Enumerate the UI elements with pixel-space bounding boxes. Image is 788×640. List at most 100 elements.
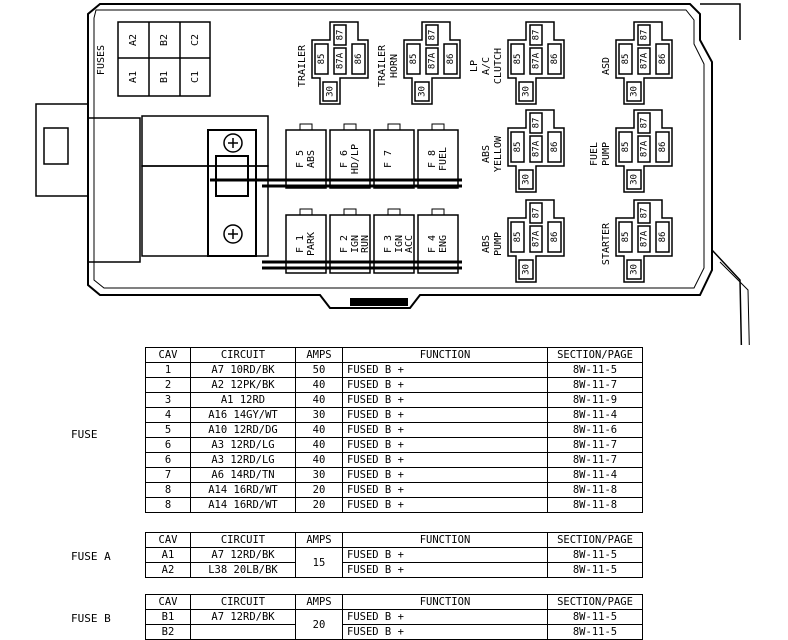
table-header-cell: CIRCUIT xyxy=(190,532,296,548)
table-cell xyxy=(190,624,296,640)
relay-pin-30: 30 xyxy=(418,86,428,97)
table-cell: FUSED B + xyxy=(342,407,548,423)
relay-pin-30: 30 xyxy=(326,86,336,97)
housing-outline xyxy=(87,3,750,345)
table-cell: FUSED B + xyxy=(342,482,548,498)
maxi-fuse-name: FUEL xyxy=(438,147,449,171)
table-cell: A7 10RD/BK xyxy=(190,362,296,378)
table-cell: 1 xyxy=(145,362,191,378)
relay-pin-85: 85 xyxy=(409,54,419,65)
relay-pin-87a: 87A xyxy=(532,230,542,247)
table-cell: 40 xyxy=(295,392,343,408)
table-cell: 8W-11-8 xyxy=(547,482,643,498)
relay-pin-85: 85 xyxy=(513,232,523,243)
table-cell: 20 xyxy=(295,497,343,513)
bottom-slot xyxy=(350,298,408,306)
relay-pin-30: 30 xyxy=(522,264,532,275)
fuses-label: FUSES xyxy=(96,45,107,75)
relay-pin-87: 87 xyxy=(640,30,650,41)
relay-label: A/C xyxy=(481,57,492,75)
table-cell: 8W-11-7 xyxy=(547,437,643,453)
table-cell: A3 12RD/LG xyxy=(190,452,296,468)
relay-pin-30: 30 xyxy=(630,174,640,185)
table-cell: 8W-11-7 xyxy=(547,377,643,393)
maxi-fuse-top-3: F 7 xyxy=(373,123,415,189)
relay-pin-85: 85 xyxy=(621,54,631,65)
bolt-plus-icon xyxy=(223,133,243,244)
maxi-fuse-number: F 2 xyxy=(339,235,350,253)
maxi-fuse-number: F 8 xyxy=(427,150,438,168)
relay-label: YELLOW xyxy=(493,135,504,172)
table-cell: 8W-11-5 xyxy=(547,547,643,563)
table-cell: 8W-11-5 xyxy=(547,362,643,378)
mini-fuse-label-bottom: C1 xyxy=(190,71,201,83)
relay-pin-87: 87 xyxy=(532,208,542,219)
table-cell: FUSED B + xyxy=(342,609,548,625)
table-header-cell: CAV xyxy=(145,347,191,363)
maxi-fuse-name: ACC xyxy=(404,235,415,253)
maxi-fuse-name: IGN xyxy=(350,235,361,253)
table-cell: 2 xyxy=(145,377,191,393)
table-cell: B1 xyxy=(145,609,191,625)
mini-fuse-label-bottom: B1 xyxy=(159,71,170,83)
table-cell: 40 xyxy=(295,452,343,468)
relay-pin-87: 87 xyxy=(532,30,542,41)
table-header-cell: AMPS xyxy=(295,347,343,363)
maxi-fuse-name: ENG xyxy=(438,235,449,253)
relay-pin-87a: 87A xyxy=(640,140,650,157)
table-cell: FUSED B + xyxy=(342,437,548,453)
maxi-fuse-name: ABS xyxy=(306,150,317,168)
table-cell: A1 12RD xyxy=(190,392,296,408)
relay-label: TRAILER xyxy=(377,44,388,87)
table-header-cell: CIRCUIT xyxy=(190,594,296,610)
relay-pin-87: 87 xyxy=(336,30,346,41)
table-cell: A1 xyxy=(145,547,191,563)
relay-pin-30: 30 xyxy=(630,86,640,97)
relay-pin-87: 87 xyxy=(428,30,438,41)
side-connector xyxy=(35,103,269,263)
table-cell: 8W-11-4 xyxy=(547,467,643,483)
relay-label: LP xyxy=(469,60,480,72)
table-cell: FUSED B + xyxy=(342,467,548,483)
table-cell: 8W-11-5 xyxy=(547,624,643,640)
group-label-fuse-a: FUSE A xyxy=(71,550,111,563)
relay-pin-30: 30 xyxy=(630,264,640,275)
relay-pin-87a: 87A xyxy=(640,52,650,69)
table-cell: 8W-11-4 xyxy=(547,407,643,423)
mini-fuse-block xyxy=(117,21,211,97)
relay-pin-86: 86 xyxy=(354,54,364,65)
relay-pin-30: 30 xyxy=(522,174,532,185)
table-cell: 30 xyxy=(295,407,343,423)
table-cell: 8W-11-9 xyxy=(547,392,643,408)
relay-pin-85: 85 xyxy=(513,54,523,65)
table-cell: A6 14RD/TN xyxy=(190,467,296,483)
maxi-fuse-number: F 7 xyxy=(383,150,394,168)
table-header-cell: CAV xyxy=(145,594,191,610)
maxi-fuse-number: F 5 xyxy=(295,150,306,168)
table-header-cell: AMPS xyxy=(295,594,343,610)
table-cell: A2 12PK/BK xyxy=(190,377,296,393)
relay-label: STARTER xyxy=(601,222,612,265)
table-cell: 40 xyxy=(295,422,343,438)
relay-label: FUEL xyxy=(589,142,600,166)
table-cell: 8W-11-6 xyxy=(547,422,643,438)
relay-label: PUMP xyxy=(601,142,612,166)
relay-label: CLUTCH xyxy=(493,48,504,84)
maxi-fuse-number: F 4 xyxy=(427,235,438,253)
